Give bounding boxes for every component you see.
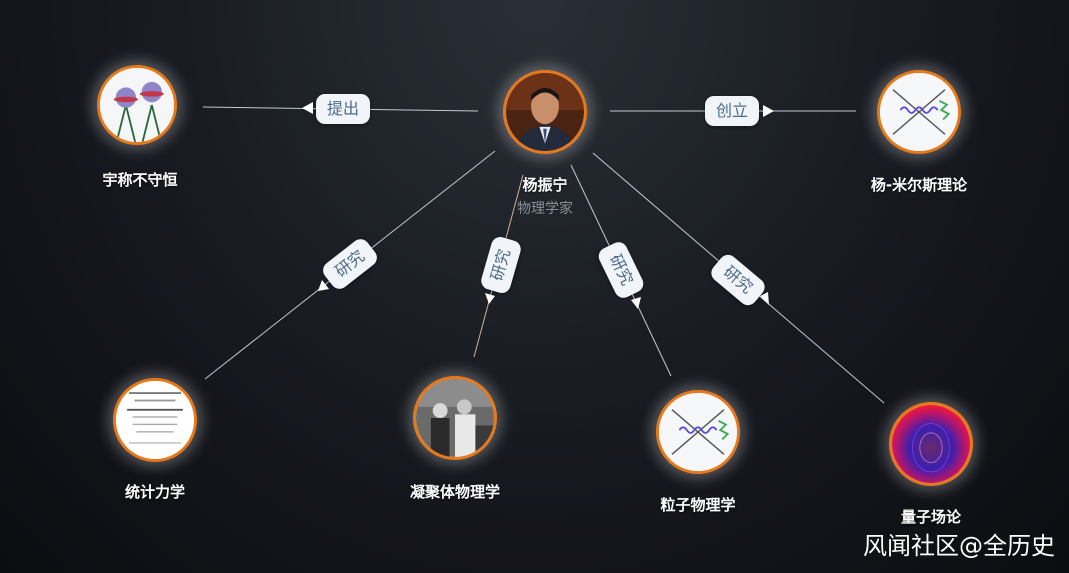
center-name: 杨振宁 xyxy=(522,176,568,194)
parity-experiment-icon xyxy=(100,68,174,142)
edge-label-research-qft: 研究 xyxy=(707,251,769,309)
node-condensed-matter[interactable] xyxy=(413,376,497,460)
edge-research-particle-arrow xyxy=(631,297,641,309)
edge-label-found: 创立 xyxy=(705,96,759,126)
group-photo-icon xyxy=(416,379,494,457)
portrait-icon xyxy=(506,73,584,151)
edge-label-propose: 提出 xyxy=(316,94,370,124)
edge-label-research-condensed: 研究 xyxy=(479,234,523,296)
feynman-diagram-icon xyxy=(880,73,958,151)
paper-document-icon xyxy=(116,381,194,459)
center-role: 物理学家 xyxy=(517,201,573,217)
yang-mills-label: 杨-米尔斯理论 xyxy=(870,176,968,194)
feynman-diagram-icon xyxy=(659,393,737,471)
node-statistical-mechanics[interactable] xyxy=(113,378,197,462)
node-yang-mills[interactable] xyxy=(877,70,961,154)
condensed-label: 凝聚体物理学 xyxy=(409,483,501,501)
node-parity-violation[interactable] xyxy=(97,65,177,145)
node-yang-zhenning[interactable] xyxy=(503,70,587,154)
edge-label-research-particle: 研究 xyxy=(595,239,647,301)
edge-propose-arrow xyxy=(302,102,313,114)
node-particle-physics[interactable] xyxy=(656,390,740,474)
edge-label-research-statistical: 研究 xyxy=(319,235,381,293)
qft-label: 量子场论 xyxy=(900,508,962,526)
edge-research-condensed-arrow xyxy=(485,293,495,304)
edge-found-arrow xyxy=(763,105,774,117)
edge-research-statistical-arrow xyxy=(318,280,329,291)
parity-label: 宇称不守恒 xyxy=(102,171,178,189)
particle-label: 粒子物理学 xyxy=(660,496,736,514)
quantum-field-icon xyxy=(892,405,970,483)
node-quantum-field-theory[interactable] xyxy=(889,402,973,486)
statistical-label: 统计力学 xyxy=(124,483,186,501)
watermark: 风闻社区@全历史 xyxy=(863,532,1055,560)
